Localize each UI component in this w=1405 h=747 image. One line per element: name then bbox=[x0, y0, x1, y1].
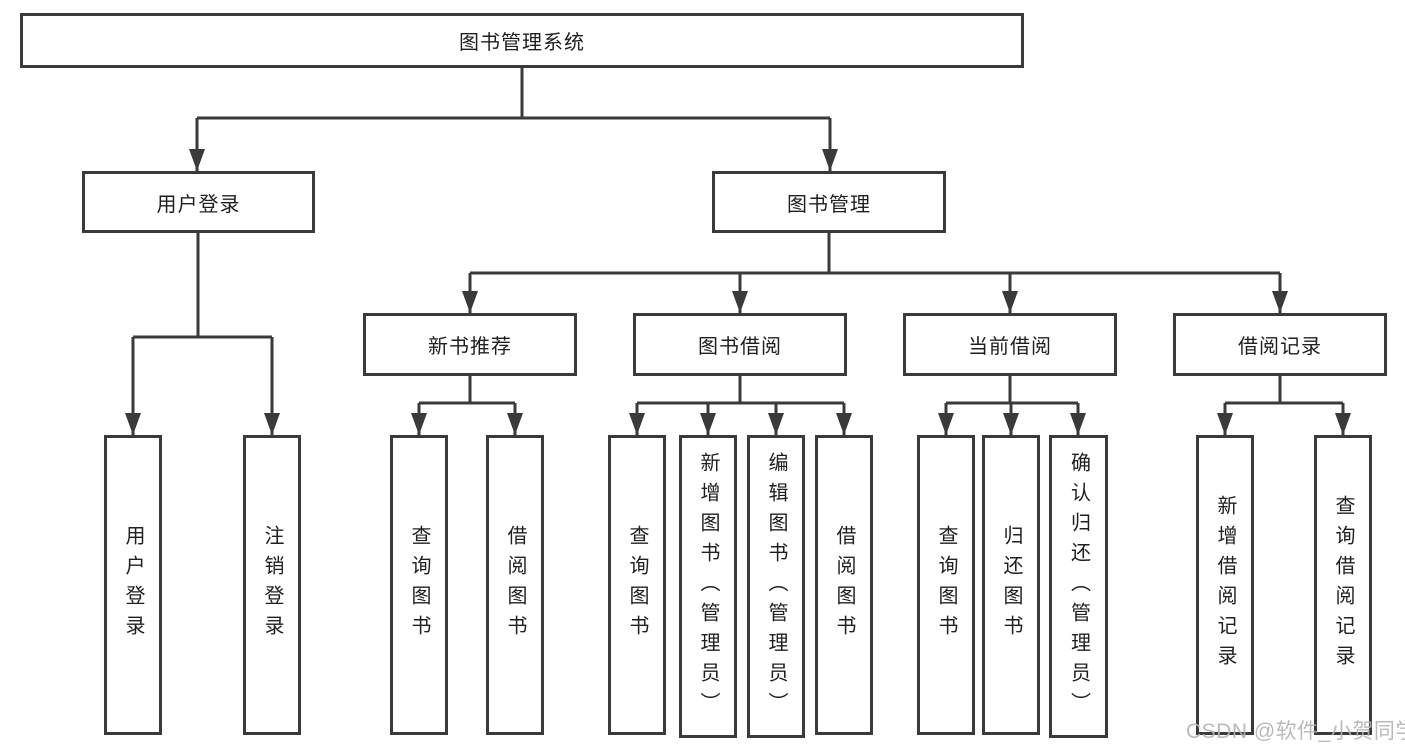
node-label: 查询借阅记录 bbox=[1332, 495, 1354, 675]
node-label: 归还图书 bbox=[1000, 525, 1022, 645]
leaf-query-books-current: 查询图书 bbox=[917, 435, 975, 735]
node-label: 查询图书 bbox=[626, 525, 648, 645]
node-new-book-recommend: 新书推荐 bbox=[363, 313, 577, 376]
leaf-add-borrow-record: 新增借阅记录 bbox=[1196, 435, 1254, 735]
node-label: 用户登录 bbox=[122, 525, 144, 645]
leaf-user-login: 用户登录 bbox=[104, 435, 162, 735]
node-label: 编辑图书（管理员） bbox=[765, 451, 787, 722]
node-label: 确认归还（管理员） bbox=[1067, 451, 1090, 722]
node-label: 图书管理 bbox=[787, 193, 871, 216]
node-label: 查询图书 bbox=[408, 525, 430, 645]
leaf-borrow-books-borrowing: 借阅图书 bbox=[815, 435, 873, 735]
node-label: 查询图书 bbox=[935, 525, 957, 645]
leaf-query-borrow-record: 查询借阅记录 bbox=[1314, 435, 1372, 735]
node-label: 新增借阅记录 bbox=[1214, 495, 1236, 675]
leaf-confirm-return-admin: 确认归还（管理员） bbox=[1049, 435, 1108, 738]
leaf-query-books-recommend: 查询图书 bbox=[390, 435, 448, 735]
node-label: 借阅记录 bbox=[1238, 336, 1322, 358]
node-label: 借阅图书 bbox=[833, 525, 855, 645]
leaf-return-book: 归还图书 bbox=[982, 435, 1040, 735]
node-label: 注销登录 bbox=[261, 525, 283, 645]
leaf-query-books-borrowing: 查询图书 bbox=[608, 435, 666, 735]
leaf-edit-book-admin: 编辑图书（管理员） bbox=[747, 435, 805, 738]
leaf-logout: 注销登录 bbox=[243, 435, 301, 735]
node-current-borrowing: 当前借阅 bbox=[903, 313, 1117, 376]
node-label: 用户登录 bbox=[156, 193, 241, 216]
node-label: 图书管理系统 bbox=[459, 32, 585, 54]
node-label: 图书借阅 bbox=[698, 336, 782, 358]
node-borrowing-records: 借阅记录 bbox=[1173, 313, 1387, 376]
node-label: 新书推荐 bbox=[428, 336, 512, 358]
node-book-borrowing: 图书借阅 bbox=[633, 313, 847, 376]
node-label: 新增图书（管理员） bbox=[697, 451, 719, 722]
node-label: 借阅图书 bbox=[504, 525, 526, 645]
leaf-add-book-admin: 新增图书（管理员） bbox=[679, 435, 737, 738]
node-label: 当前借阅 bbox=[968, 336, 1052, 358]
csdn-watermark: CSDN @软件_小贺同学 bbox=[1186, 720, 1405, 743]
node-user-login: 用户登录 bbox=[82, 171, 315, 233]
leaf-borrow-books-recommend: 借阅图书 bbox=[486, 435, 544, 735]
node-book-management: 图书管理 bbox=[712, 171, 946, 233]
node-root: 图书管理系统 bbox=[20, 13, 1024, 68]
